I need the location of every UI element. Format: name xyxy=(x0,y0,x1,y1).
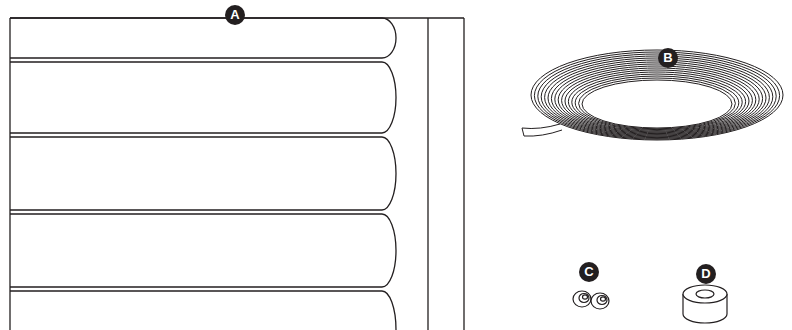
coil-winding xyxy=(582,80,732,128)
collector-tube xyxy=(10,291,396,330)
collector-tube xyxy=(10,62,396,133)
panel-left-edge xyxy=(9,18,10,330)
coil-winding xyxy=(534,52,779,139)
coil-winding xyxy=(555,64,759,134)
coil-winding xyxy=(538,54,776,138)
solar-panel xyxy=(10,18,464,330)
fittings xyxy=(573,291,609,309)
collector-tube xyxy=(10,214,396,287)
collector-tube xyxy=(10,137,396,210)
coil-winding xyxy=(558,66,756,134)
callout-letter: A xyxy=(225,5,245,25)
panel-tubes xyxy=(10,18,396,330)
tape-top xyxy=(683,285,727,303)
fitting-body xyxy=(591,293,609,309)
panel-header-line xyxy=(427,18,428,330)
callout-letter: B xyxy=(658,48,678,68)
coil-winding xyxy=(541,56,773,138)
fitting-hole xyxy=(583,295,588,299)
coil-winding xyxy=(531,50,783,140)
coil-winding xyxy=(548,60,766,136)
tubing-coil xyxy=(522,50,783,140)
fitting-body xyxy=(573,291,591,307)
coil-windings xyxy=(531,50,783,140)
coil-winding xyxy=(568,72,745,131)
callout-letter: D xyxy=(696,264,716,284)
callout-letter: C xyxy=(579,262,599,282)
coil-winding xyxy=(579,78,736,129)
coil-winding xyxy=(575,76,739,130)
fitting-ring xyxy=(579,294,589,303)
tape-core xyxy=(696,290,714,298)
tubing-end xyxy=(522,124,562,136)
coil-winding xyxy=(551,62,762,135)
collector-tube xyxy=(10,18,396,58)
fitting-ring xyxy=(597,296,607,305)
coil-winding xyxy=(562,68,753,133)
coil-winding xyxy=(545,58,770,137)
fitting-hole xyxy=(601,297,606,301)
coil-winding xyxy=(565,70,749,132)
coil-winding xyxy=(572,74,742,130)
tape-roll xyxy=(683,285,727,323)
panel-right-edge xyxy=(463,18,464,330)
